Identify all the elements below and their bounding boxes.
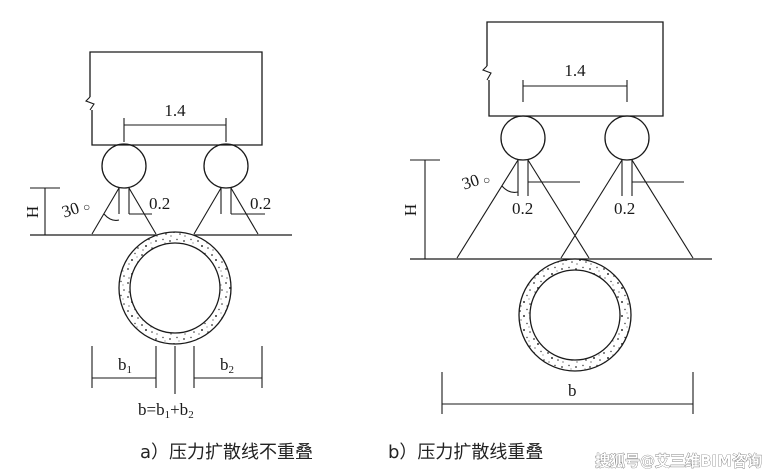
- wheel-left-b: [500, 115, 546, 161]
- angle-arc-a: [103, 213, 120, 221]
- wheel-right-a: [203, 143, 249, 189]
- watermark: 搜狐号@艾三维BIM咨询: [595, 452, 762, 470]
- vehicle-body-b: [486, 21, 664, 117]
- diffusion-line-b1: [456, 159, 519, 259]
- wheel-left-a: [101, 143, 147, 189]
- diffusion-line-a4: [230, 187, 259, 235]
- offset-right-label-a: 0.2: [250, 194, 271, 213]
- angle-unit-b: ○: [483, 173, 490, 187]
- caption-b: b）压力扩散线重叠: [388, 442, 543, 463]
- angle-arc-b: [501, 185, 519, 193]
- angle-label-a: 30: [60, 198, 82, 221]
- pipe-inner-b: [529, 269, 621, 361]
- wheel-spacing-label-a: 1.4: [164, 101, 186, 120]
- diffusion-line-b4: [631, 159, 694, 259]
- diagram-a: 1.4 0.2 0.2 30 ○ H: [23, 51, 313, 463]
- height-label-a: H: [23, 206, 42, 218]
- vehicle-body-a: [89, 51, 263, 146]
- angle-label-b: 30: [460, 170, 482, 193]
- diffusion-line-a2: [128, 187, 157, 235]
- b2-label: b2: [220, 355, 234, 376]
- b1-label: b1: [118, 355, 132, 376]
- b-label: b: [568, 381, 577, 400]
- diffusion-line-a1: [91, 187, 120, 235]
- break-mark-b: [482, 65, 492, 81]
- total-width-formula: b=b1+b2: [138, 400, 194, 421]
- caption-a: a）压力扩散线不重叠: [140, 442, 313, 463]
- offset-right-label-b: 0.2: [614, 199, 635, 218]
- offset-left-label-b: 0.2: [512, 199, 533, 218]
- pipe-inner-a: [129, 242, 221, 334]
- diffusion-line-b3: [560, 159, 623, 259]
- wheel-right-b: [604, 115, 650, 161]
- angle-unit-a: ○: [83, 200, 90, 214]
- wheel-spacing-label-b: 1.4: [564, 61, 586, 80]
- diagram-b: 1.4 0.2 0.2 30 ○ H b b）压力扩散线重叠: [388, 21, 712, 463]
- diffusion-line-a3: [193, 187, 222, 235]
- diffusion-line-b2: [527, 159, 590, 259]
- break-mark-a: [85, 96, 95, 111]
- offset-left-label-a: 0.2: [149, 194, 170, 213]
- height-label-b: H: [401, 204, 420, 216]
